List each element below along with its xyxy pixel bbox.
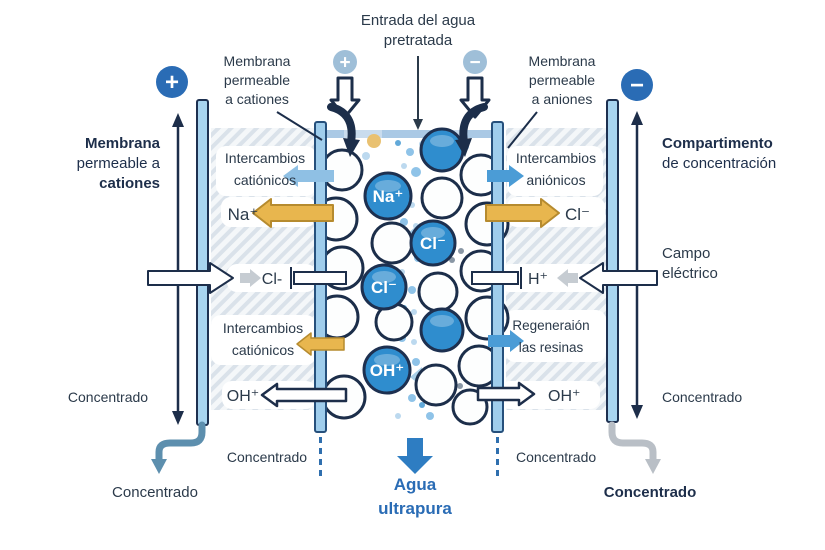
concentrado-bottom-left: Concentrado	[112, 484, 198, 501]
oh-right-label: OH⁺	[548, 388, 580, 405]
concentrado-bottom-right: Concentrado	[604, 484, 697, 501]
text-labels: Entrada del agua pretratada Membrana per…	[68, 12, 776, 518]
anode-plus-small: +	[339, 53, 350, 74]
cation-exchange-upper-2: catiónicos	[234, 172, 296, 188]
na-arrow	[252, 198, 334, 228]
ion-bead-na-label: Na⁺	[373, 187, 404, 206]
anion-exchange-arrow	[487, 165, 524, 187]
small-grey-arrow-left	[240, 269, 261, 287]
concentrado-below-left-membrane: Concentrado	[227, 449, 307, 465]
ion-bead-oh: OH⁺	[362, 345, 412, 395]
oh-arrow-right	[476, 381, 536, 407]
anion-membrane-top-1: Membrana	[529, 53, 596, 69]
left-membrane-label-2: permeable a	[77, 155, 161, 172]
left-electrode-bar	[196, 99, 209, 426]
ultrapure-label-2: ultrapura	[378, 499, 452, 518]
ion-bead-cl-lower: Cl⁻	[360, 263, 408, 311]
anion-membrane-top-3: a aniones	[532, 91, 593, 107]
ion-bead-unlabeled-top	[419, 127, 465, 173]
oh-arrow-left	[260, 382, 348, 408]
regeneration-arrow	[488, 330, 524, 352]
ion-bead-cl-upper-label: Cl⁻	[420, 234, 446, 253]
concentrate-pipe-right	[608, 421, 661, 474]
ion-bead-na: Na⁺	[363, 171, 413, 221]
right-field-arrow	[631, 111, 643, 419]
left-membrane-label-1: Membrana	[85, 135, 161, 152]
membrane-connector-right	[471, 271, 519, 285]
inlet-curved-arrow-left	[327, 103, 360, 157]
pointer-line-anion-membrane	[507, 111, 538, 149]
cation-exchange-arrow-lower	[296, 332, 345, 356]
anode-symbol: +	[156, 66, 188, 98]
cation-exchange-lower-2: catiónicos	[232, 342, 294, 358]
h-label: H⁺	[528, 271, 548, 288]
anode-symbol-small: +	[333, 50, 357, 74]
electric-field-row	[147, 262, 658, 294]
electric-field-label-2: eléctrico	[662, 265, 718, 282]
concentrate-pipe-left	[151, 421, 206, 474]
concentrado-left-mid: Concentrado	[68, 389, 148, 405]
electric-field-label-1: Campo	[662, 245, 710, 262]
small-grey-arrow-right	[557, 269, 578, 287]
left-membrane-label-3: cationes	[99, 175, 160, 192]
cl-left-label: Cl-	[262, 271, 282, 288]
inlet-curved-arrow-right	[455, 103, 488, 157]
left-field-arrow	[172, 113, 184, 425]
ion-bead-unlabeled-mid	[419, 307, 465, 353]
membrane-connector-left	[293, 271, 347, 285]
cation-membrane-top-3: a cationes	[225, 91, 289, 107]
regeneration-label-1: Regeneraión	[512, 318, 589, 333]
oh-left-label: OH⁺	[227, 388, 259, 405]
ultrapure-arrow	[397, 438, 433, 474]
ion-bead-cl-upper: Cl⁻	[409, 219, 457, 267]
inlet-arrow	[413, 56, 423, 130]
compartment-label-1: Compartimento	[662, 135, 773, 152]
cathode-symbol: −	[621, 69, 653, 101]
anion-exchange-1: Intercambios	[516, 150, 596, 166]
concentrado-right-mid: Concentrado	[662, 389, 742, 405]
anion-membrane-top-2: permeable	[529, 72, 595, 88]
inlet-label-2: pretratada	[384, 32, 453, 49]
cation-membrane-top-2: permeable	[224, 72, 290, 88]
anode-plus: +	[165, 69, 179, 96]
cation-membrane-top-1: Membrana	[224, 53, 291, 69]
cation-exchange-upper-1: Intercambios	[225, 150, 305, 166]
ultrapure-label-1: Agua	[394, 475, 437, 494]
pointer-line-cation-membrane	[276, 111, 323, 141]
inlet-label-1: Entrada del agua	[361, 12, 476, 29]
anion-exchange-2: aniónicos	[526, 172, 585, 188]
right-electrode-bar	[606, 99, 619, 423]
cathode-symbol-small: −	[463, 50, 487, 74]
regeneration-label-2: las resinas	[519, 340, 584, 355]
ion-beads: Na⁺ Cl⁻ Cl⁻ OH⁺	[360, 127, 465, 395]
ion-bead-cl-lower-label: Cl⁻	[371, 278, 397, 297]
cl-right-label: Cl⁻	[565, 205, 590, 224]
field-arrow-right	[579, 262, 658, 294]
na-label: Na⁺	[228, 205, 259, 224]
cation-exchange-lower-1: Intercambios	[223, 320, 303, 336]
cl-arrow	[485, 198, 560, 228]
cation-exchange-arrow-upper	[283, 165, 334, 187]
cathode-minus: −	[630, 72, 644, 99]
field-arrow-left	[147, 262, 234, 294]
concentrado-below-right-membrane: Concentrado	[516, 449, 596, 465]
cathode-minus-small: −	[469, 53, 480, 74]
compartment-label-2: de concentración	[662, 155, 776, 172]
ion-bead-oh-label: OH⁺	[370, 361, 404, 380]
